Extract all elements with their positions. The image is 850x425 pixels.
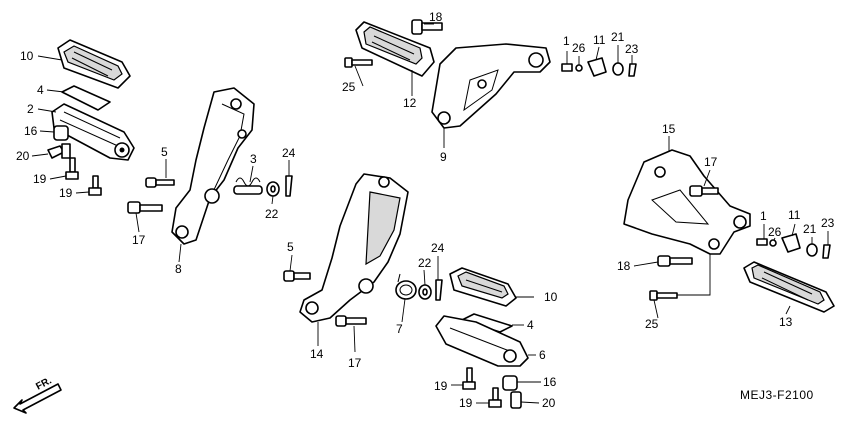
callout-16-right: 16: [543, 375, 557, 389]
right-pillion-group: [623, 149, 835, 313]
bolt-19b-left: [88, 175, 102, 196]
leader-lines: [31, 23, 829, 404]
callout-5-left: 5: [161, 145, 168, 159]
callout-14: 14: [310, 347, 324, 361]
collar-16-right: [502, 375, 518, 391]
pin-24-right: [435, 279, 443, 301]
callout-22-right: 22: [418, 256, 432, 270]
callout-9: 9: [440, 150, 447, 164]
bolt-19a-right: [462, 367, 476, 390]
bolt-17-left: [127, 201, 163, 214]
washer-21-right: [806, 243, 818, 257]
spring-3: [233, 177, 263, 195]
front-arrow-icon: FR.: [13, 375, 62, 414]
callout-4-left: 4: [37, 83, 44, 97]
right-step-group: [283, 173, 529, 409]
callout-12: 12: [403, 96, 417, 110]
washer-22-left: [266, 181, 280, 197]
callout-11-right: 11: [788, 208, 801, 222]
bolt-17-lower: [335, 315, 367, 327]
pillion-bracket-9: [431, 43, 551, 129]
pillion-bracket-15: [623, 149, 751, 255]
top-step-group: [344, 19, 637, 129]
step-13-pillion-right: [743, 261, 835, 313]
detent-11-right: [781, 233, 801, 253]
callout-20-left: 20: [16, 149, 30, 163]
ball-26-right: [769, 239, 777, 247]
bolt-17-right: [689, 185, 719, 197]
callout-21-right: 21: [803, 222, 817, 236]
callout-17-left: 17: [132, 233, 146, 247]
callout-19b-left: 19: [59, 186, 73, 200]
callout-19b-right: 19: [459, 396, 473, 410]
callout-19a-left: 19: [33, 172, 47, 186]
callout-18-right: 18: [617, 259, 631, 273]
callout-11-top: 11: [593, 33, 606, 47]
pin-1-right: [756, 238, 768, 246]
clip-23-right: [822, 244, 831, 259]
bolt-18-right: [657, 255, 693, 267]
callout-8: 8: [175, 262, 182, 276]
step-bar-6: [435, 315, 529, 367]
callout-23-top: 23: [625, 42, 639, 56]
pin-24-left: [285, 175, 293, 197]
callout-24-right: 24: [431, 241, 445, 255]
ball-26-top: [575, 64, 583, 72]
callout-26-top: 26: [572, 41, 586, 55]
callout-22-left: 22: [265, 207, 279, 221]
callout-7: 7: [396, 322, 403, 336]
spring-7: [395, 273, 417, 300]
callout-15: 15: [662, 122, 676, 136]
callout-17-right: 17: [704, 155, 718, 169]
callout-26-right: 26: [768, 225, 782, 239]
callout-13: 13: [779, 315, 793, 329]
callout-20-right: 20: [542, 396, 556, 410]
collar-16-left: [53, 125, 69, 141]
step-bracket-8: [171, 87, 255, 245]
callout-19a-right: 19: [434, 379, 448, 393]
callout-25-top: 25: [342, 80, 356, 94]
callout-1-top: 1: [563, 34, 570, 48]
bolt-20-left: [47, 143, 71, 159]
washer-22-right: [418, 284, 432, 300]
callout-21-top: 21: [611, 30, 625, 44]
bolt-25-right: [649, 290, 678, 301]
clip-23-top: [628, 63, 637, 77]
callout-16-left: 16: [24, 124, 38, 138]
bolt-20-right: [510, 391, 522, 409]
step-rubber-10-left: [57, 39, 131, 89]
step-12-pillion-left: [355, 21, 435, 77]
diagram-code: MEJ3-F2100: [740, 388, 814, 402]
bolt-19b-right: [488, 387, 502, 408]
bolt-5-left: [145, 177, 175, 188]
bolt-25-top: [344, 57, 373, 68]
callout-6: 6: [539, 348, 546, 362]
callout-25-right: 25: [645, 317, 659, 331]
callout-1-right: 1: [760, 209, 767, 223]
callout-10-right: 10: [544, 290, 558, 304]
bolt-18-top: [411, 19, 443, 35]
plate-4-left: [61, 85, 111, 111]
callout-18-top: 18: [429, 10, 443, 24]
callout-23-right: 23: [821, 216, 835, 230]
washer-21-top: [612, 62, 624, 76]
step-rubber-10-right: [449, 267, 517, 307]
step-bracket-14: [299, 173, 409, 323]
pin-1-top: [561, 63, 573, 72]
callout-4-right: 4: [527, 318, 534, 332]
callout-17-lower: 17: [348, 356, 362, 370]
left-step-group: [47, 39, 293, 245]
callout-10-left: 10: [20, 49, 34, 63]
callouts: 10 4 2 16 20 19 19 5 3 24 22 17 8 18 25 …: [16, 10, 835, 410]
detent-11-top: [587, 57, 607, 77]
callout-24-left: 24: [282, 146, 296, 160]
callout-3: 3: [250, 152, 257, 166]
bolt-19a-left: [65, 157, 79, 180]
bolt-5-right: [283, 270, 311, 282]
callout-2: 2: [27, 102, 34, 116]
callout-5-right: 5: [287, 240, 294, 254]
